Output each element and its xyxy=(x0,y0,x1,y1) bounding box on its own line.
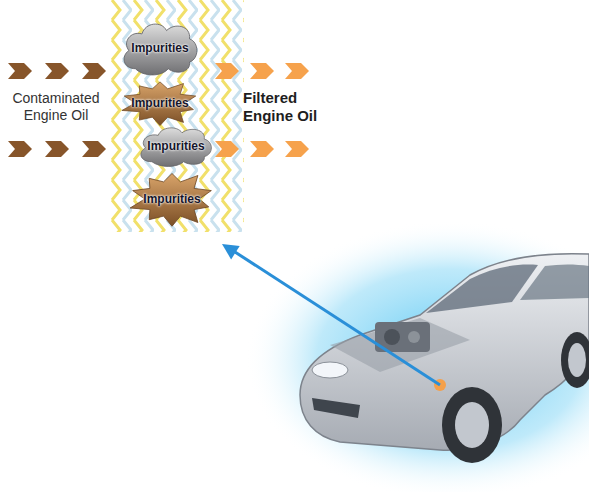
impurity-label: Impurities xyxy=(131,41,188,55)
oil-arrow xyxy=(8,63,32,79)
impurity-blob: Impurities xyxy=(120,79,200,127)
headlight xyxy=(312,362,348,378)
flow-label: Contaminated Engine Oil xyxy=(4,90,108,124)
oil-arrow xyxy=(250,141,274,157)
front-rim xyxy=(455,402,489,448)
rear-rim xyxy=(568,343,586,377)
engine-part xyxy=(384,329,400,345)
oil-arrow xyxy=(8,141,32,157)
windshield xyxy=(426,265,538,313)
car xyxy=(300,254,589,463)
impurity-blob: Impurities xyxy=(119,19,201,77)
impurity-blob: Impurities xyxy=(128,170,216,228)
filter-media xyxy=(110,0,244,232)
rear-wheel xyxy=(561,332,589,388)
oil-arrow xyxy=(285,141,309,157)
oil-arrow xyxy=(215,141,239,157)
car-glow xyxy=(245,220,589,492)
impurity-label: Impurities xyxy=(147,139,204,153)
impurity-label: Impurities xyxy=(131,96,188,110)
cloud-shape xyxy=(141,128,211,167)
oil-arrow xyxy=(82,141,106,157)
oil-arrow xyxy=(285,63,309,79)
oil-arrow xyxy=(82,63,106,79)
oil-arrow xyxy=(250,63,274,79)
grille xyxy=(312,398,360,418)
pointer-arrowhead xyxy=(222,244,240,259)
oil-arrow xyxy=(45,141,69,157)
flow-label: Filtered Engine Oil xyxy=(243,89,335,125)
oil-arrow xyxy=(215,63,239,79)
impurity-label: Impurities xyxy=(143,192,200,206)
cloud-shape xyxy=(124,24,197,75)
side-window xyxy=(520,265,589,301)
star-shape xyxy=(122,82,196,126)
star-shape xyxy=(130,173,211,226)
front-wheel xyxy=(442,387,502,463)
engine-part xyxy=(408,331,420,343)
pointer-arrow xyxy=(235,252,440,385)
oil-arrow xyxy=(45,63,69,79)
impurity-blob: Impurities xyxy=(136,124,215,168)
